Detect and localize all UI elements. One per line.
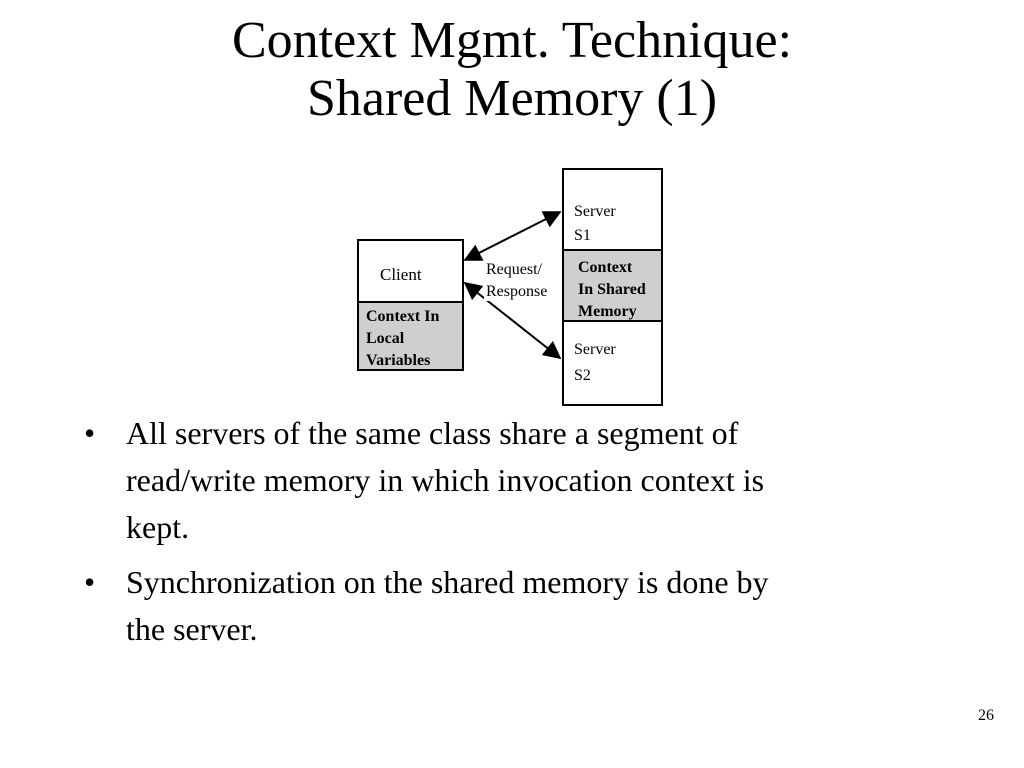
client-context-line-3: Variables	[366, 352, 430, 369]
server-s2-box	[562, 320, 663, 406]
client-label: Client	[380, 265, 422, 284]
client-context-line-2: Local	[366, 330, 405, 347]
bullet-list: • All servers of the same class share a …	[84, 410, 944, 661]
bullet-item-2: • Synchronization on the shared memory i…	[84, 559, 944, 653]
request-label-line-1: Request/	[486, 261, 543, 278]
server-s2-line-1: Server	[574, 341, 616, 358]
slide-title: Context Mgmt. Technique: Shared Memory (…	[0, 12, 1024, 128]
client-context-line-1: Context In	[366, 308, 439, 325]
server-s1-line-1: Server	[574, 203, 616, 220]
request-label-line-2: Response	[486, 283, 547, 300]
bullet-dot-icon: •	[84, 564, 96, 600]
client-context-box	[357, 301, 464, 371]
title-line-2: Shared Memory (1)	[306, 70, 718, 127]
shared-memory-box	[562, 249, 663, 322]
request-label-bg	[484, 257, 550, 301]
page-number: 26	[978, 707, 994, 724]
arrow-client-server-s2	[463, 281, 562, 360]
server-s2-line-2: S2	[574, 367, 591, 384]
shared-memory-line-3: Memory	[578, 303, 637, 320]
shared-memory-line-2: In Shared	[578, 281, 646, 298]
bullet-2-line-2: the server.	[126, 611, 258, 647]
bullet-1-line-2: read/write memory in which invocation co…	[126, 462, 765, 498]
bullet-dot-icon: •	[84, 415, 96, 451]
arrow-client-server-s1	[463, 211, 562, 261]
title-line-1: Context Mgmt. Technique:	[231, 12, 793, 69]
bullet-item-1: • All servers of the same class share a …	[84, 410, 944, 551]
server-s1-box	[562, 168, 663, 251]
shared-memory-line-1: Context	[578, 259, 633, 276]
bullet-2-line-1: Synchronization on the shared memory is …	[126, 564, 769, 600]
bullet-1-line-1: All servers of the same class share a se…	[126, 415, 739, 451]
bullet-1-line-3: kept.	[126, 509, 190, 545]
server-s1-line-2: S1	[574, 227, 591, 244]
